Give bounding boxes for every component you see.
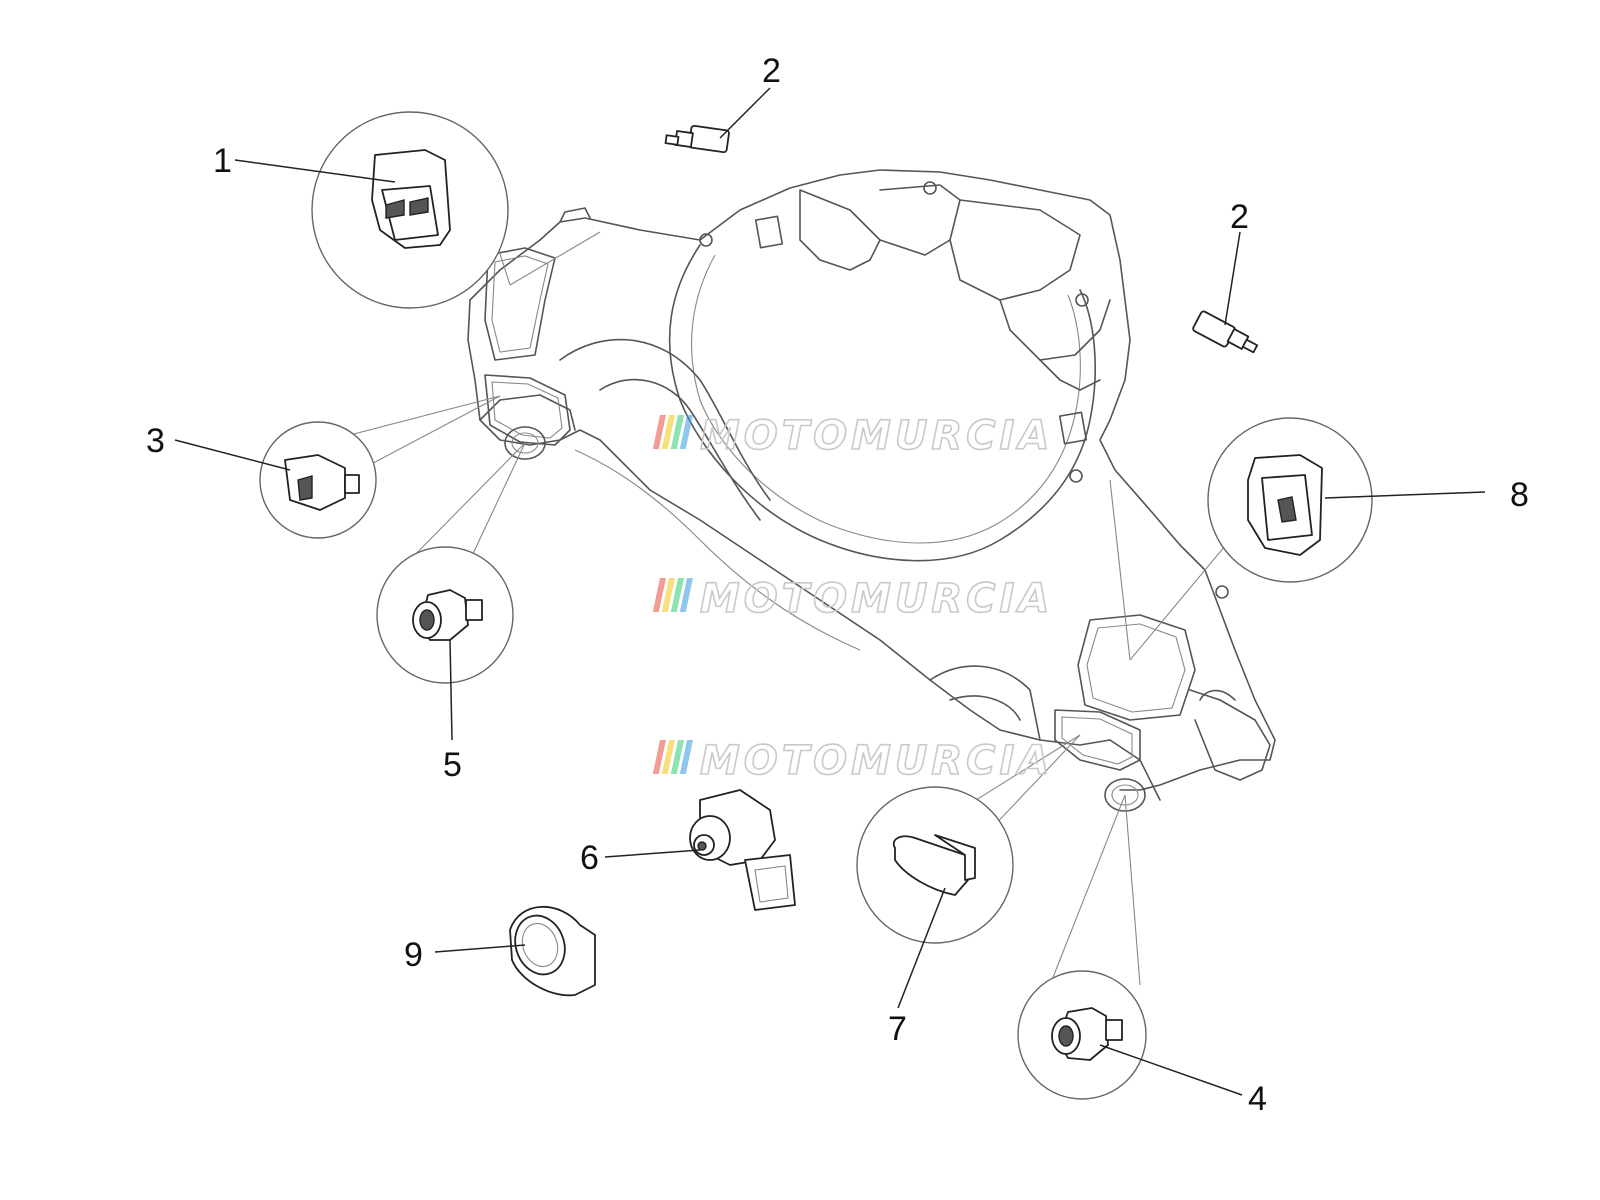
watermark-stripe [670,415,684,449]
callout-label-1: 1 [213,142,232,180]
ring-part-9 [509,905,596,997]
watermark-stripe [661,415,675,449]
watermark-1: MOTOMURCIA [652,412,1053,460]
callout-circle-3 [259,395,501,539]
callout-label-7: 7 [888,1010,907,1048]
watermark-stripe [652,415,666,449]
callout-circle-1 [311,111,601,309]
ignition-switch-part-6 [689,789,796,911]
watermark-stripe [661,740,675,774]
callout-label-5: 5 [443,746,462,784]
callout-label-4: 4 [1248,1080,1267,1118]
callout-circle-5 [376,442,526,684]
watermark-3: MOTOMURCIA [652,737,1053,785]
callout-circle-7 [856,734,1081,944]
watermark-text: MOTOMURCIA [700,413,1053,459]
callout-label-9: 9 [404,936,423,974]
watermark-stripe [652,740,666,774]
watermark-text: MOTOMURCIA [700,576,1053,622]
leader-lines [174,87,1486,1096]
callout-circle-8 [1109,417,1373,661]
callout-labels: 1 2 2 3 4 5 6 7 8 9 [146,52,1529,1118]
watermark-stripe [679,740,693,774]
watermark-stripe [679,415,693,449]
callout-label-8: 8 [1510,476,1529,514]
callout-label-6: 6 [580,839,599,877]
callout-label-2-right: 2 [1230,198,1249,236]
watermark-text: MOTOMURCIA [700,738,1053,784]
watermark-stripe [670,578,684,612]
watermark-stripe [661,578,675,612]
watermark-2: MOTOMURCIA [652,575,1053,623]
callout-label-2-top: 2 [762,52,781,90]
bulb-part-2-top [664,124,730,154]
watermark-stripe [652,578,666,612]
bulb-part-2-right [1192,310,1259,354]
callout-label-3: 3 [146,422,165,460]
watermark-stripe [679,578,693,612]
watermark-stripe [670,740,684,774]
callout-circle-4 [1017,794,1147,1100]
handlebar-cover-housing [467,169,1276,812]
